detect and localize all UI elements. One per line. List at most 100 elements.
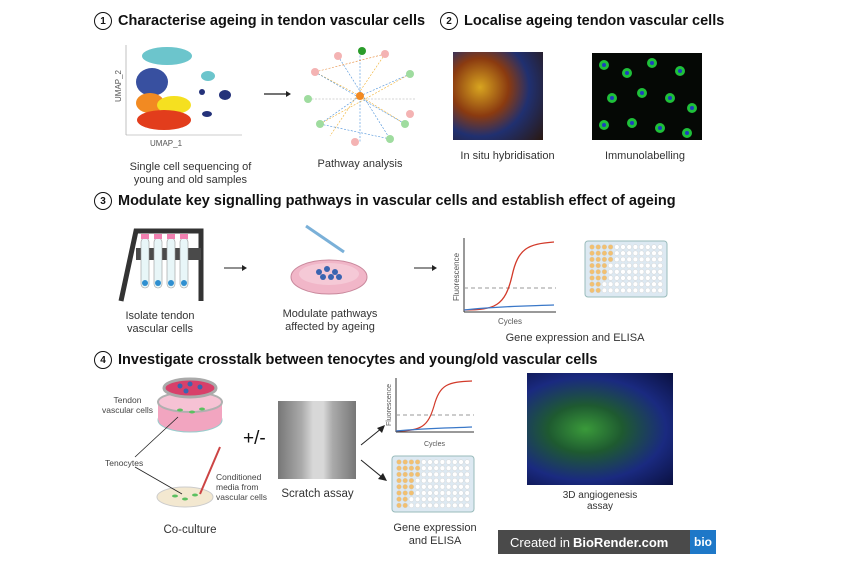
- section-title: Modulate key signalling pathways in vasc…: [118, 193, 676, 209]
- plate-well: [657, 244, 663, 250]
- plate-well: [421, 484, 427, 490]
- plate-well: [439, 478, 446, 484]
- plate-well: [651, 256, 657, 263]
- plate-well: [458, 496, 464, 502]
- umap-xlabel: UMAP_1: [150, 139, 183, 148]
- plate-well: [645, 256, 651, 263]
- plate-well: [620, 244, 626, 250]
- caption-line: affected by ageing: [285, 321, 375, 333]
- plate-well: [601, 244, 608, 250]
- plate-well: [595, 250, 601, 256]
- y-axis-label: Fluorescence: [452, 252, 461, 301]
- plate-well: [589, 244, 595, 250]
- plate-well: [589, 256, 595, 263]
- plate-well: [614, 263, 620, 269]
- plate-well: [445, 465, 452, 471]
- plate-well: [439, 502, 446, 509]
- plate-well: [445, 484, 452, 490]
- label-line: Conditioned: [216, 472, 262, 482]
- plate-well: [402, 484, 408, 490]
- biorender-badge[interactable]: Created in BioRender.com bio: [498, 530, 716, 554]
- label-line: media from: [216, 482, 259, 492]
- x-axis-label: Cycles: [498, 317, 522, 326]
- caption-line: assay: [586, 501, 614, 512]
- plate-well: [408, 484, 415, 490]
- plate-well: [645, 269, 651, 275]
- plate-well: [452, 490, 458, 496]
- plate-well: [589, 263, 595, 269]
- plate-well: [396, 490, 402, 496]
- pathway-network: [304, 47, 415, 146]
- plate-well: [626, 250, 632, 256]
- biorender-logo-icon: bio: [690, 530, 716, 554]
- plate-well: [601, 263, 608, 269]
- plate-well: [651, 275, 657, 281]
- plate-well: [452, 471, 458, 478]
- arrow-icon: [224, 265, 247, 271]
- plate-well: [421, 478, 427, 484]
- arrow-icon: [414, 265, 437, 271]
- plate-well: [626, 281, 632, 287]
- plate-well: [408, 478, 415, 484]
- plate-well: [433, 484, 439, 490]
- plate-well: [396, 502, 402, 509]
- label-line: Tendon: [113, 395, 142, 405]
- plate-well: [638, 256, 645, 263]
- plate-well: [614, 244, 620, 250]
- plate-well: [458, 490, 464, 496]
- plate-well: [408, 502, 415, 509]
- plate-well: [408, 471, 415, 478]
- plate-well: [458, 459, 464, 465]
- plate-well: [458, 484, 464, 490]
- plate-well: [614, 281, 620, 287]
- plate-well: [464, 496, 470, 502]
- plate-well: [595, 263, 601, 269]
- plate-well: [601, 281, 608, 287]
- plate-well: [620, 287, 626, 294]
- plate-well: [638, 287, 645, 294]
- plate-well: [657, 287, 663, 294]
- plate-well: [458, 502, 464, 509]
- plate-well: [614, 256, 620, 263]
- plate-well: [408, 496, 415, 502]
- plate-well: [396, 471, 402, 478]
- caption-line: Gene expression: [393, 522, 477, 534]
- caption-line: Modulate pathways: [282, 308, 378, 320]
- plate-well: [427, 484, 433, 490]
- plate-well: [632, 275, 639, 281]
- plate-well: [396, 459, 402, 465]
- plate-well: [614, 269, 620, 275]
- section-title: Characterise ageing in tendon vascular c…: [118, 13, 426, 29]
- plate-well: [421, 502, 427, 509]
- plate-well: [464, 490, 470, 496]
- plate-well: [620, 256, 626, 263]
- plate-well: [645, 244, 651, 250]
- plate-well: [464, 502, 470, 509]
- plate-well: [601, 256, 608, 263]
- plate-well: [595, 269, 601, 275]
- plate-well: [439, 465, 446, 471]
- plate-well: [638, 269, 645, 275]
- tenocytes-label: Tenocytes: [105, 458, 144, 468]
- plate-well: [651, 269, 657, 275]
- plate-well: [589, 269, 595, 275]
- caption-line: and ELISA: [408, 535, 462, 547]
- plate-well: [608, 269, 614, 275]
- plate-well: [439, 484, 446, 490]
- in-situ-hybridisation-image: [453, 52, 543, 140]
- plate-well: [626, 244, 632, 250]
- plate-well: [433, 490, 439, 496]
- plate-well: [402, 502, 408, 509]
- plate-well: [645, 263, 651, 269]
- plate-well: [645, 275, 651, 281]
- plate-well: [620, 281, 626, 287]
- qpcr-curve: Fluorescence Cycles: [452, 238, 556, 326]
- plate-well: [626, 287, 632, 294]
- plate-well: [439, 471, 446, 478]
- plate-well: [458, 465, 464, 471]
